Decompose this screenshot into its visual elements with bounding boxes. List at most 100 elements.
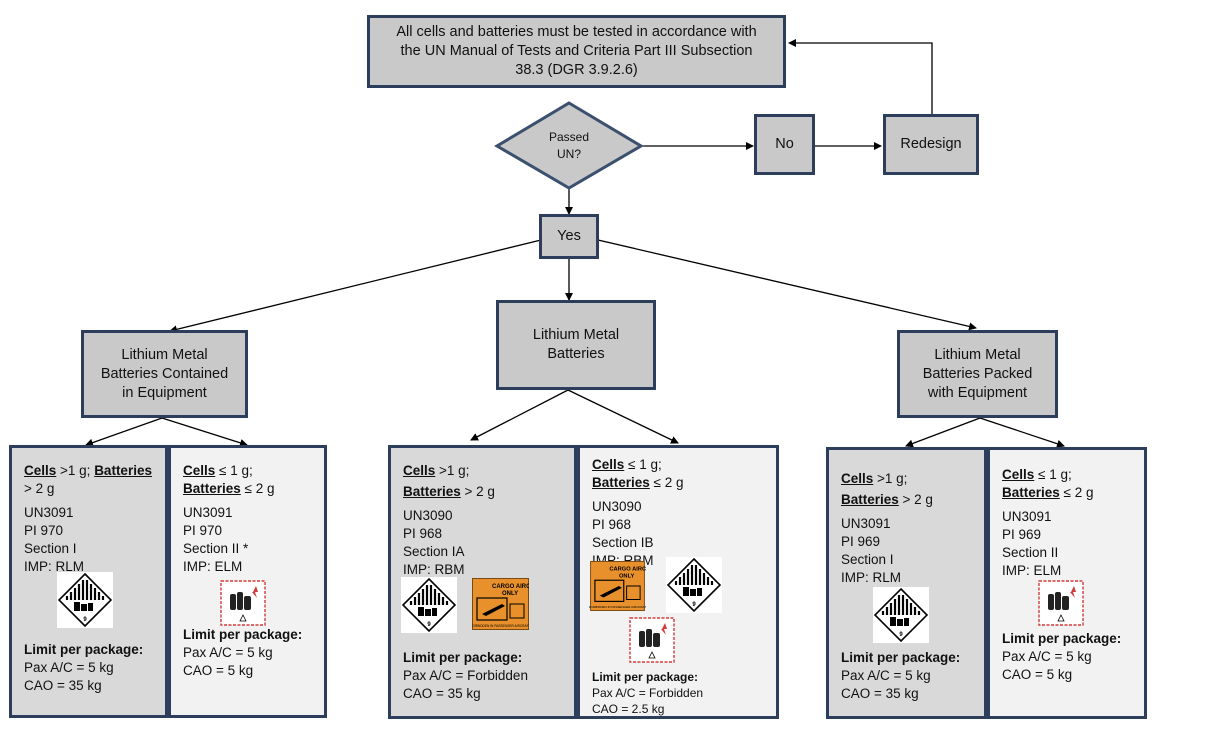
cao-limit: CAO = 2.5 kg (592, 702, 665, 716)
cao-limit: CAO = 35 kg (841, 686, 919, 701)
panel-packed-section-ii: Cells ≤ 1 g; Batteries ≤ 2 g UN3091 PI 9… (987, 447, 1147, 719)
cao-limit: CAO = 5 kg (1002, 667, 1073, 682)
limit-heading: Limit per package: (403, 650, 523, 665)
batteries-label: Batteries (183, 481, 241, 496)
cells-value: >1 g; (56, 463, 95, 478)
cells-value: ≤ 1 g; (215, 463, 253, 478)
packing-instruction: PI 969 (841, 534, 881, 549)
packing-instruction: PI 968 (403, 526, 443, 541)
pax-limit: Pax A/C = Forbidden (403, 668, 528, 683)
arrow-yes-to-equipment (169, 239, 542, 334)
section: Section II (1002, 545, 1059, 560)
pax-limit: Pax A/C = Forbidden (592, 686, 704, 700)
limit-heading: Limit per package: (183, 627, 303, 642)
batteries-label: Batteries (94, 463, 152, 478)
cargo-aircraft-only-label-icon: CARGO AIRCRAFTONLY FORBIDDEN IN PASSENGER… (472, 578, 529, 630)
cells-label: Cells (1002, 467, 1035, 482)
cells-label: Cells (183, 463, 216, 478)
arrow-equipment-to-p2 (161, 417, 248, 447)
limit-heading: Limit per package: (841, 650, 961, 665)
lithium-battery-mark-icon (1038, 580, 1084, 626)
lithium-battery-mark-icon (629, 617, 675, 663)
limit-heading: Limit per package: (592, 670, 699, 684)
cao-limit: CAO = 35 kg (24, 678, 102, 693)
pax-limit: Pax A/C = 5 kg (183, 645, 273, 660)
category-packed-label: Lithium Metal Batteries Packed with Equi… (922, 346, 1033, 401)
decision-line1: Passed (548, 130, 590, 144)
arrow-packed-to-p5 (905, 417, 981, 448)
class-9-hazard-label-icon: 9 (873, 587, 929, 643)
cells-value: ≤ 1 g; (624, 457, 662, 472)
arrow-equipment-to-p1 (85, 417, 163, 447)
cao-limit: CAO = 35 kg (403, 686, 481, 701)
batteries-label: Batteries (841, 492, 899, 507)
un-number: UN3090 (403, 508, 453, 523)
un-number: UN3091 (24, 505, 74, 520)
cells-label: Cells (403, 463, 436, 478)
redesign-label: Redesign (900, 136, 962, 152)
section: Section I (24, 541, 77, 556)
pax-limit: Pax A/C = 5 kg (841, 668, 931, 683)
cargo-aircraft-only-label-icon: CARGO AIRCRAFTONLYFORBIDDEN IN PASSENGER… (589, 561, 646, 611)
cells-value: >1 g; (435, 463, 470, 478)
packing-instruction: PI 970 (24, 523, 64, 538)
redesign-box: Redesign (883, 114, 979, 175)
category-metal-box: Lithium Metal Batteries (496, 300, 656, 390)
svg-text:FORBIDDEN IN PASSENGER AIRCRAF: FORBIDDEN IN PASSENGER AIRCRAFT (472, 624, 529, 628)
class-9-hazard-label-icon: 9 (666, 557, 722, 613)
svg-text:ONLY: ONLY (502, 591, 518, 597)
class-9-hazard-label-icon: 9 (57, 572, 113, 628)
imp-code: IMP: ELM (1002, 563, 1062, 578)
category-equipment-box: Lithium Metal Batteries Contained in Equ… (81, 330, 248, 418)
batteries-label: Batteries (592, 475, 650, 490)
un-number: UN3091 (1002, 509, 1052, 524)
un-number: UN3091 (183, 505, 233, 520)
arrow-packed-to-p6 (979, 417, 1065, 448)
section: Section IA (403, 544, 465, 559)
packing-instruction: PI 969 (1002, 527, 1042, 542)
batteries-label: Batteries (1002, 485, 1060, 500)
svg-text:FORBIDDEN IN PASSENGER AIRCRAF: FORBIDDEN IN PASSENGER AIRCRAFT (589, 605, 646, 609)
limit-heading: Limit per package: (24, 642, 144, 657)
decision-line2: UN? (556, 147, 581, 161)
yes-label: Yes (557, 228, 581, 244)
no-box: No (754, 114, 815, 175)
cells-label: Cells (841, 471, 874, 486)
pax-limit: Pax A/C = 5 kg (1002, 649, 1092, 664)
svg-text:CARGO AIRCRAFT: CARGO AIRCRAFT (609, 567, 646, 573)
imp-code: IMP: RBM (403, 562, 465, 577)
batteries-label: Batteries (403, 484, 461, 499)
imp-code: IMP: ELM (183, 559, 243, 574)
batteries-value: > 2 g (898, 492, 933, 507)
arrow-metal-to-p3 (470, 389, 569, 441)
top-requirement-text: All cells and batteries must be tested i… (396, 24, 757, 78)
arrow-yes-to-packed (597, 239, 977, 331)
category-packed-box: Lithium Metal Batteries Packed with Equi… (897, 330, 1058, 418)
svg-text:9: 9 (692, 602, 696, 608)
decision-diamond (494, 101, 644, 190)
class-9-hazard-label-icon: 9 (401, 577, 457, 633)
svg-text:9: 9 (899, 632, 903, 638)
packing-instruction: PI 970 (183, 523, 223, 538)
batteries-value: ≤ 2 g (1059, 485, 1094, 500)
pax-limit: Pax A/C = 5 kg (24, 660, 114, 675)
cells-value: >1 g; (873, 471, 908, 486)
arrow-redesign-to-top (788, 39, 933, 116)
decision-label: Passed UN? (527, 128, 611, 164)
section: Section IB (592, 535, 654, 550)
packing-instruction: PI 968 (592, 517, 632, 532)
batteries-value: > 2 g (460, 484, 495, 499)
lithium-battery-mark-icon (220, 580, 266, 626)
svg-text:CARGO AIRCRAFT: CARGO AIRCRAFT (492, 584, 529, 590)
cells-label: Cells (592, 457, 625, 472)
batteries-value: ≤ 2 g (240, 481, 275, 496)
category-equipment-label: Lithium Metal Batteries Contained in Equ… (100, 346, 229, 401)
imp-code: IMP: RLM (841, 570, 902, 585)
no-label: No (775, 136, 794, 152)
top-requirement-box: All cells and batteries must be tested i… (367, 15, 786, 88)
cells-label: Cells (24, 463, 57, 478)
cells-value: ≤ 1 g; (1034, 467, 1072, 482)
batteries-value: ≤ 2 g (649, 475, 684, 490)
yes-box: Yes (539, 214, 599, 259)
